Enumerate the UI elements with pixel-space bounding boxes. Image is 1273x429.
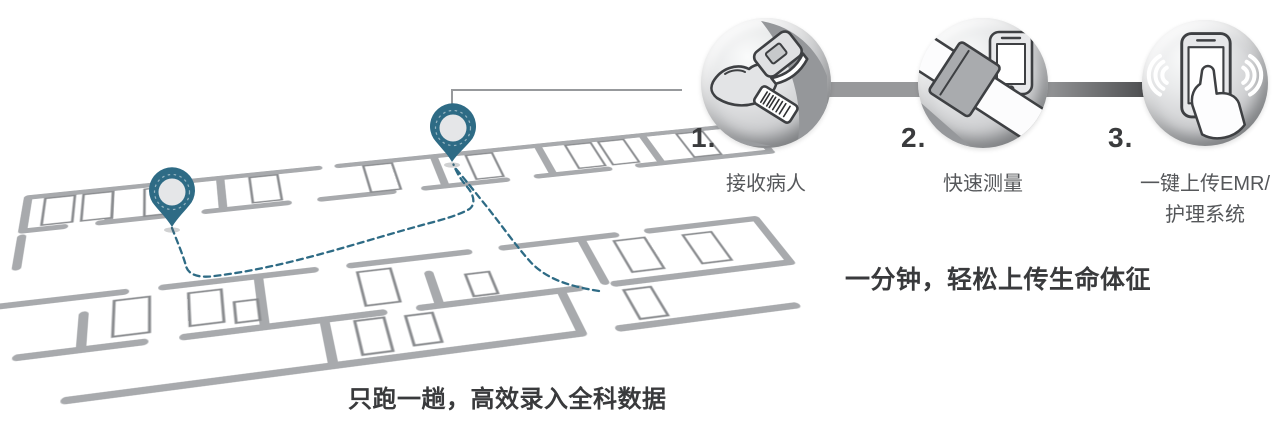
step3-label: 一键上传EMR/ 护理系统 [1095, 169, 1273, 231]
step3-circle [1142, 20, 1268, 146]
step2-number: 2. [901, 122, 926, 154]
slogan-one-trip: 只跑一趟，高效录入全科数据 [348, 379, 667, 414]
blood-pressure-measure-icon [918, 18, 1048, 148]
floorplan-walls [0, 124, 897, 413]
step3-label-line1: 一键上传EMR/ [1140, 173, 1270, 195]
step3-label-line2: 护理系统 [1165, 204, 1245, 226]
slogan-vital-signs: 一分钟，轻松上传生命体征 [845, 260, 1151, 296]
step1-label: 接收病人 [656, 169, 876, 200]
step2-circle [918, 18, 1048, 148]
wristband-scan-icon [701, 18, 831, 148]
step1-number: 1. [691, 122, 716, 154]
callout-line [452, 90, 682, 104]
connector-bar-1 [822, 82, 926, 97]
step2-label: 快速测量 [873, 169, 1093, 200]
step3-number: 3. [1108, 122, 1133, 154]
phone-upload-icon [1142, 20, 1268, 146]
step1-circle [701, 18, 831, 148]
infographic-canvas: { "canvas": {"width": 1273, "height": 41… [0, 0, 1273, 412]
connector-bar-2 [1040, 82, 1150, 97]
